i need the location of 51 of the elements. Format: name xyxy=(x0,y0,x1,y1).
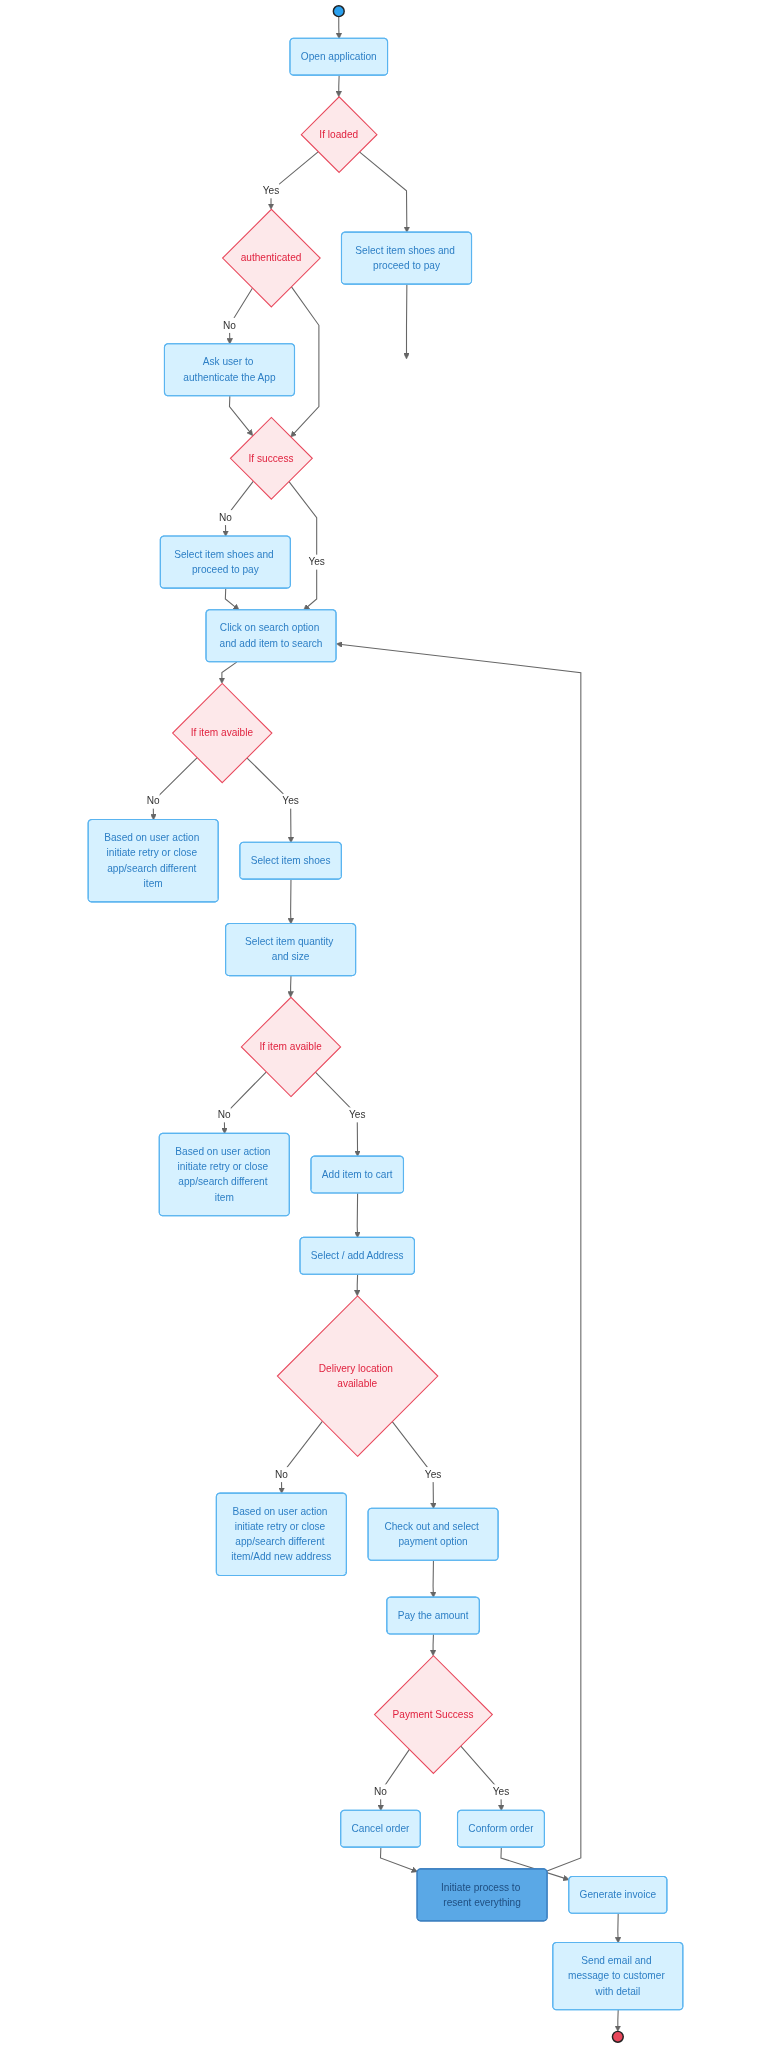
edge-label: Yes xyxy=(348,1108,366,1121)
edge-label: Yes xyxy=(308,555,325,568)
arrow xyxy=(246,757,295,843)
node-diamond: authenticated xyxy=(221,208,321,308)
edge-label: No xyxy=(274,1468,288,1481)
edge-label: No xyxy=(218,511,232,524)
arrow xyxy=(354,1192,361,1239)
edge-label: No xyxy=(374,1785,387,1798)
node-diamond: If success xyxy=(229,416,314,500)
arrow xyxy=(391,1420,437,1509)
edge-label: Yes xyxy=(492,1785,510,1798)
arrow xyxy=(222,480,254,537)
arrow xyxy=(288,480,318,611)
edge-label: No xyxy=(146,794,160,807)
node-diamond: If item avaible xyxy=(171,682,273,784)
arrow xyxy=(228,395,254,436)
node-circle xyxy=(611,2030,624,2043)
arrow xyxy=(379,1847,418,1873)
arrow xyxy=(430,1560,437,1598)
node-circle xyxy=(332,5,345,18)
edge-label: Yes xyxy=(424,1468,442,1481)
edge-label: No xyxy=(217,1108,231,1121)
arrow xyxy=(314,1071,361,1157)
arrow xyxy=(218,661,238,684)
arrow xyxy=(267,151,319,210)
arrow xyxy=(614,1913,622,1944)
arrow xyxy=(150,757,198,821)
node-diamond: Payment Success xyxy=(373,1654,494,1775)
arrow xyxy=(614,2009,621,2032)
arrow xyxy=(335,16,343,39)
arrow xyxy=(287,878,294,925)
arrow xyxy=(221,1071,267,1134)
node-diamond: Delivery location available xyxy=(276,1295,439,1458)
arrow xyxy=(429,1633,437,1656)
edge-label: No xyxy=(223,319,236,331)
arrow xyxy=(336,641,582,1872)
arrow xyxy=(460,1745,505,1811)
edge-label: Yes xyxy=(262,184,280,197)
arrow xyxy=(358,151,410,233)
arrow xyxy=(226,287,253,345)
arrow xyxy=(224,587,240,611)
arrow xyxy=(335,74,342,98)
arrow xyxy=(403,283,410,360)
arrow xyxy=(354,1274,361,1297)
edge-label: Yes xyxy=(282,794,299,807)
arrow xyxy=(377,1749,410,1811)
node-diamond: If loaded xyxy=(300,96,378,174)
arrow xyxy=(290,286,320,438)
arrow xyxy=(278,1420,323,1494)
arrow xyxy=(287,975,294,998)
node-diamond: If item avaible xyxy=(240,996,342,1098)
